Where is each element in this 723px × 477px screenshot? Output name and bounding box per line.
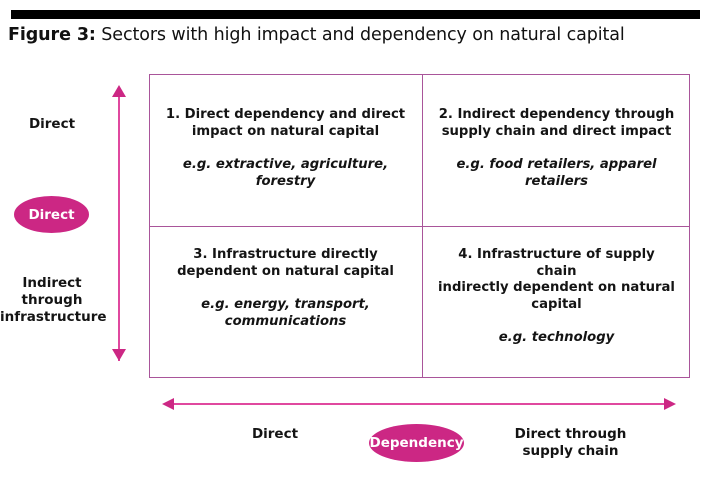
horizontal-axis-right-label: Direct through supply chain <box>514 426 627 459</box>
vertical-axis-top-label: Direct <box>28 116 76 132</box>
horizontal-axis-left-label: Direct <box>251 426 299 442</box>
quadrant-4-title: 4. Infrastructure of supply chain indire… <box>438 247 675 312</box>
figure-label: Figure 3: <box>8 25 96 45</box>
quadrant-1: 1. Direct dependency and direct impact o… <box>149 74 422 226</box>
quadrant-2: 2. Indirect dependency through supply ch… <box>423 74 690 226</box>
horizontal-axis-badge: Dependency <box>369 424 464 462</box>
matrix-horizontal-divider <box>149 226 690 228</box>
horizontal-axis-arrow-right-icon <box>664 398 676 410</box>
quadrant-4-example: e.g. technology <box>498 330 615 345</box>
horizontal-axis-line <box>172 403 666 406</box>
vertical-axis-line <box>118 95 121 361</box>
quadrant-3: 3. Infrastructure directly dependent on … <box>149 227 422 378</box>
header-rule <box>11 10 700 19</box>
quadrant-2-example: e.g. food retailers, apparel retailers <box>456 157 657 189</box>
figure-title-text: Sectors with high impact and dependency … <box>95 25 625 45</box>
quadrant-4: 4. Infrastructure of supply chain indire… <box>423 227 690 378</box>
page-title: Figure 3: Sectors with high impact and d… <box>8 24 625 46</box>
vertical-axis-arrow-up-icon <box>112 85 126 97</box>
quadrant-2-title: 2. Indirect dependency through supply ch… <box>438 107 675 139</box>
quadrant-1-title: 1. Direct dependency and direct impact o… <box>165 107 406 139</box>
quadrant-3-title: 3. Infrastructure directly dependent on … <box>177 247 394 279</box>
quadrant-3-example: e.g. energy, transport, communications <box>201 297 370 329</box>
horizontal-axis-arrow-left-icon <box>162 398 174 410</box>
vertical-axis-arrow-down-icon <box>112 349 126 361</box>
vertical-axis-badge: Direct <box>14 196 89 233</box>
quadrant-1-example: e.g. extractive, agriculture, forestry <box>182 157 389 189</box>
vertical-axis-bottom-label: Indirect through infrastructure <box>0 275 107 325</box>
